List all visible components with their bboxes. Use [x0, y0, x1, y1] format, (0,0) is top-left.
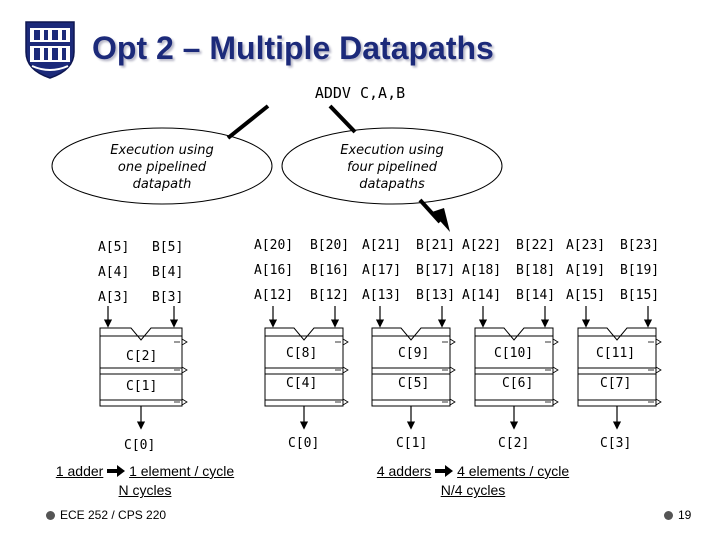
right-input: B[19] — [620, 263, 660, 278]
right-input: B[15] — [620, 288, 660, 303]
right-input: A[13] — [362, 288, 402, 303]
pipe-1-stage-1-label: C[8] — [286, 346, 318, 361]
arrow-four-down — [418, 198, 442, 224]
left-input-a: A[5] — [98, 240, 130, 255]
right-input: B[13] — [416, 288, 456, 303]
right-input: B[16] — [310, 263, 350, 278]
pipe-3-register — [474, 367, 554, 375]
right-input: A[22] — [462, 238, 502, 253]
right-input: B[17] — [416, 263, 456, 278]
arrow-four-head — [432, 208, 450, 232]
pipeline-stages — [99, 306, 662, 430]
pipe-3-clock-mark — [552, 366, 559, 374]
pipe-2-clock-mark — [449, 366, 456, 374]
footer-course: ECE 252 / CPS 220 — [46, 508, 166, 522]
left-input-b: B[3] — [152, 290, 184, 305]
four-datapaths-ellipse — [281, 127, 503, 205]
right-input: B[14] — [516, 288, 556, 303]
left-pipe-register — [99, 399, 183, 407]
university-crest-logo — [22, 18, 78, 80]
pipe-1-register — [264, 399, 344, 407]
right-input: A[19] — [566, 263, 606, 278]
left-pipe-clock-mark — [181, 366, 188, 374]
left-pipe-clock-mark — [181, 398, 188, 406]
right-input: A[21] — [362, 238, 402, 253]
pipe-3-adder — [474, 327, 554, 341]
pipe-4-clock-mark — [655, 398, 662, 406]
pipe-1-register — [264, 367, 344, 375]
pipe-4-clock-mark — [655, 366, 662, 374]
right-input: B[20] — [310, 238, 350, 253]
single-datapath-text: Execution using one pipelined datapath — [110, 143, 214, 192]
right-input: A[12] — [254, 288, 294, 303]
right-input: B[18] — [516, 263, 556, 278]
pipe-4-stage-2-label: C[7] — [600, 376, 632, 391]
right-caption: 4 adders 4 elements / cycle N/4 cycles — [376, 463, 570, 499]
bullet-icon — [664, 511, 673, 521]
arrow-to-four — [328, 104, 357, 134]
pipe-1-clock-mark — [342, 338, 349, 346]
footer-page-number: 19 — [664, 508, 691, 522]
left-pipe-register — [99, 367, 183, 375]
pipe-2-register — [371, 399, 451, 407]
pipe-4-stage-1-label: C[11] — [596, 346, 636, 361]
pipe-2-register — [371, 367, 451, 375]
pipe-4-adder — [577, 327, 657, 341]
left-input-b: B[4] — [152, 265, 184, 280]
pipe-2-output-label: C[1] — [396, 436, 428, 451]
pipe-3-register — [474, 399, 554, 407]
left-stage-1-label: C[2] — [126, 349, 158, 364]
right-input: A[15] — [566, 288, 606, 303]
pipe-1-stage-2-label: C[4] — [286, 376, 318, 391]
right-input: A[14] — [462, 288, 502, 303]
right-input: A[18] — [462, 263, 502, 278]
single-datapath-ellipse — [51, 127, 273, 205]
bullet-icon — [46, 511, 55, 521]
pipe-3-stage-2-label: C[6] — [502, 376, 534, 391]
right-input: A[23] — [566, 238, 606, 253]
pipe-1-output-label: C[0] — [288, 436, 320, 451]
left-input-b: B[5] — [152, 240, 184, 255]
pipe-1-adder — [264, 327, 344, 341]
four-datapaths-text: Execution using four pipelined datapaths — [340, 143, 444, 192]
left-stage-2-label: C[1] — [126, 379, 158, 394]
right-input: B[22] — [516, 238, 556, 253]
right-input: B[21] — [416, 238, 456, 253]
left-pipe-adder — [99, 327, 183, 341]
pipe-3-output-label: C[2] — [498, 436, 530, 451]
right-input: B[12] — [310, 288, 350, 303]
pipe-2-adder — [371, 327, 451, 341]
left-pipe-clock-mark — [181, 338, 188, 346]
pipe-3-clock-mark — [552, 338, 559, 346]
pipe-3-clock-mark — [552, 398, 559, 406]
pipe-1-clock-mark — [342, 398, 349, 406]
pipe-2-stage-2-label: C[5] — [398, 376, 430, 391]
left-input-a: A[3] — [98, 290, 130, 305]
pipe-4-clock-mark — [655, 338, 662, 346]
pipe-3-stage-1-label: C[10] — [494, 346, 534, 361]
slide-title: Opt 2 – Multiple Datapaths — [92, 30, 494, 66]
left-caption: 1 adder 1 element / cycle N cycles — [55, 463, 235, 499]
pipe-4-output-label: C[3] — [600, 436, 632, 451]
pipe-2-stage-1-label: C[9] — [398, 346, 430, 361]
arrow-to-single — [226, 104, 270, 140]
right-arrow-icon — [435, 463, 454, 481]
pipe-4-register — [577, 367, 657, 375]
right-input: A[20] — [254, 238, 294, 253]
right-arrow-icon — [107, 463, 126, 481]
right-input: A[16] — [254, 263, 294, 278]
pipe-4-register — [577, 399, 657, 407]
pipe-2-clock-mark — [449, 338, 456, 346]
left-input-a: A[4] — [98, 265, 130, 280]
right-input: A[17] — [362, 263, 402, 278]
instruction-label: ADDV C,A,B — [314, 84, 406, 102]
left-output-label: C[0] — [124, 438, 156, 453]
pipe-2-clock-mark — [449, 398, 456, 406]
right-input: B[23] — [620, 238, 660, 253]
pipe-1-clock-mark — [342, 366, 349, 374]
